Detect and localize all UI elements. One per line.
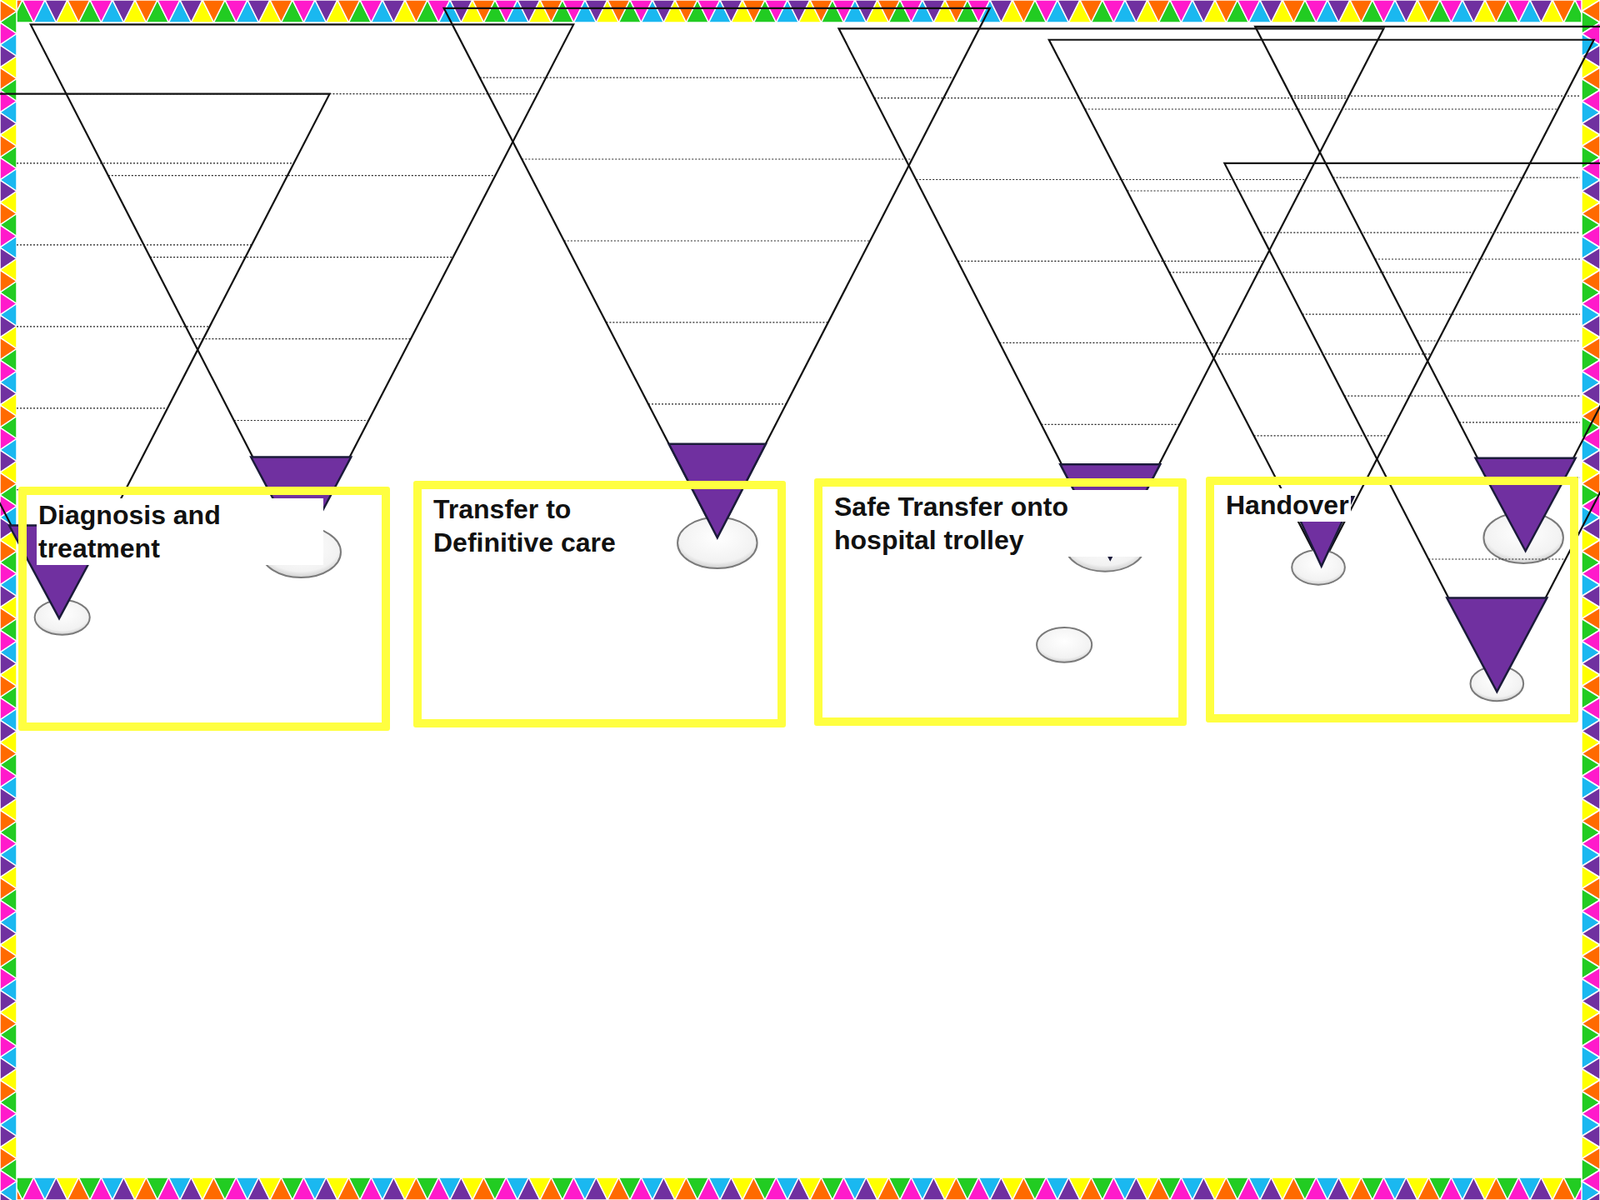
- dotted-line: [957, 260, 1264, 262]
- dotted-line: [16, 162, 295, 164]
- dotted-line: [1333, 176, 1580, 178]
- funnel-outline: [444, 8, 990, 539]
- dotted-line: [234, 420, 370, 421]
- funnel: [0, 94, 330, 635]
- purple-triangle: [1475, 458, 1576, 551]
- dotted-line: [480, 76, 955, 78]
- funnel-outline: [30, 24, 574, 551]
- dotted-line: [16, 407, 168, 409]
- dotted-line: [648, 403, 786, 405]
- process-box: Diagnosis and treatment: [18, 486, 390, 731]
- funnel: [1224, 163, 1600, 701]
- box-label: Diagnosis and treatment: [36, 498, 324, 565]
- dotted-line: [1375, 258, 1580, 260]
- process-box: Handover: [1205, 476, 1579, 723]
- dotted-line: [1290, 95, 1580, 97]
- dotted-line: [1085, 108, 1559, 110]
- dotted-line: [1041, 424, 1180, 425]
- dotted-line: [108, 175, 496, 176]
- purple-triangle: [669, 444, 766, 539]
- dotted-line: [874, 97, 1348, 99]
- dotted-line: [1127, 190, 1516, 191]
- dotted-line: [1344, 395, 1580, 397]
- funnel-outline: [1255, 26, 1600, 551]
- funnel-outline: [1049, 40, 1595, 567]
- border-triangle: [0, 1192, 17, 1200]
- border-triangle: [1581, 1192, 1600, 1200]
- process-box: Safe Transfer onto hospital trolley: [814, 478, 1187, 726]
- box-label: Transfer to Definitive care: [431, 492, 652, 560]
- dotted-line: [1428, 558, 1565, 560]
- dotted-line: [999, 342, 1222, 344]
- dotted-line: [605, 321, 828, 323]
- box-label: Handover: [1224, 488, 1351, 522]
- dotted-line: [521, 158, 912, 160]
- dotted-line: [1459, 421, 1580, 423]
- dotted-line: [1417, 340, 1580, 341]
- dotted-line: [1169, 271, 1474, 273]
- dotted-line: [1211, 353, 1432, 355]
- dotted-line: [915, 179, 1306, 180]
- dotted-line: [1302, 314, 1580, 315]
- dotted-line: [1254, 435, 1390, 436]
- funnel-outline: [0, 94, 330, 619]
- funnel-outline: [1224, 163, 1600, 692]
- process-box: Transfer to Definitive care: [413, 480, 786, 728]
- grey-dot: [1036, 627, 1092, 663]
- dotted-line: [16, 325, 210, 327]
- dotted-line: [564, 240, 870, 241]
- dotted-line: [1260, 232, 1580, 234]
- purple-triangle: [1446, 598, 1547, 693]
- dotted-line: [150, 256, 454, 258]
- dotted-line: [16, 244, 252, 245]
- dotted-line: [191, 338, 411, 340]
- box-label: Safe Transfer onto hospital trolley: [832, 490, 1169, 557]
